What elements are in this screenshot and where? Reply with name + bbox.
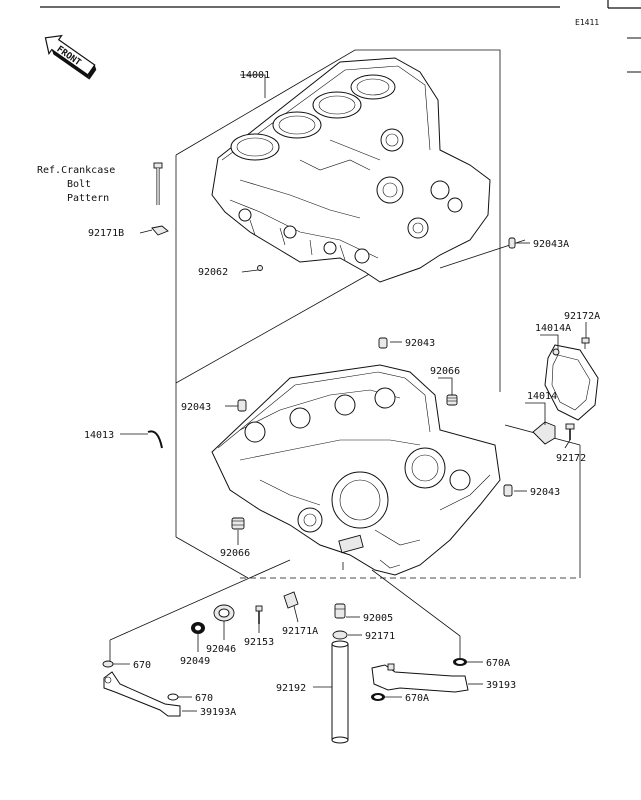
front-arrow-icon: FRONT <box>44 34 97 80</box>
label-92171: 92171 <box>365 631 395 642</box>
label-670-a: 670 <box>133 660 151 671</box>
lower-crankcase <box>211 364 501 576</box>
oring-670-b <box>167 693 179 701</box>
clamp-92171 <box>332 630 348 640</box>
label-14013: 14013 <box>84 430 114 441</box>
label-39193: 39193 <box>486 680 516 691</box>
hose-92192 <box>331 640 349 744</box>
clamp-92171A <box>283 591 299 609</box>
oring-670-a <box>102 660 114 668</box>
label-14014A: 14014A <box>535 323 571 334</box>
label-ref-pattern: Pattern <box>67 193 109 204</box>
label-92049: 92049 <box>180 656 210 667</box>
label-92043-b: 92043 <box>181 402 211 413</box>
diagram-code: E1411 <box>575 18 599 27</box>
plug-92066-a <box>446 394 458 406</box>
label-14001: 14001 <box>240 70 270 81</box>
leader-lines <box>113 74 587 712</box>
label-92153: 92153 <box>244 637 274 648</box>
page-frame <box>40 0 641 73</box>
label-ref-bolt: Bolt <box>67 179 91 190</box>
label-92171B: 92171B <box>88 228 124 239</box>
label-39193A: 39193A <box>200 707 236 718</box>
plug-92066-b <box>231 517 245 530</box>
label-92171A: 92171A <box>282 626 318 637</box>
gasket-14013 <box>147 430 163 449</box>
crankcase-bolt <box>153 162 163 205</box>
label-92172: 92172 <box>556 453 586 464</box>
label-92046: 92046 <box>206 644 236 655</box>
dowel-92043-a <box>378 337 388 349</box>
bracket-14014 <box>532 421 556 445</box>
label-92192: 92192 <box>276 683 306 694</box>
label-92043-c: 92043 <box>530 487 560 498</box>
pipe-39193 <box>371 663 469 693</box>
fitting-92005 <box>334 603 346 619</box>
label-92043A: 92043A <box>533 239 569 250</box>
upper-crankcase <box>211 57 491 283</box>
label-670A-b: 670A <box>405 693 429 704</box>
label-92005: 92005 <box>363 613 393 624</box>
pipe-39193A <box>103 671 181 717</box>
clamp-92171B <box>151 225 169 236</box>
label-92062: 92062 <box>198 267 228 278</box>
label-670-b: 670 <box>195 693 213 704</box>
reference-lines <box>109 49 581 663</box>
oring-670A-a <box>453 658 467 666</box>
label-670A-a: 670A <box>486 658 510 669</box>
dowel-92043-c <box>503 484 513 497</box>
bolt-92172 <box>565 423 575 440</box>
part-92062 <box>257 265 263 271</box>
cover-14014A <box>544 344 599 421</box>
oring-670A-b <box>371 693 385 701</box>
label-92066-a: 92066 <box>430 366 460 377</box>
bearing-92046 <box>213 604 235 622</box>
dowel-92043A <box>508 237 516 249</box>
bolt-92153 <box>255 605 263 624</box>
label-92066-b: 92066 <box>220 548 250 559</box>
label-92172A: 92172A <box>564 311 600 322</box>
label-92043-a: 92043 <box>405 338 435 349</box>
label-14014: 14014 <box>527 391 557 402</box>
bolt-92172A <box>581 337 590 349</box>
seal-92049 <box>191 622 205 634</box>
label-ref-crankcase: Ref.Crankcase <box>37 165 115 176</box>
dowel-92043-b <box>237 399 247 412</box>
